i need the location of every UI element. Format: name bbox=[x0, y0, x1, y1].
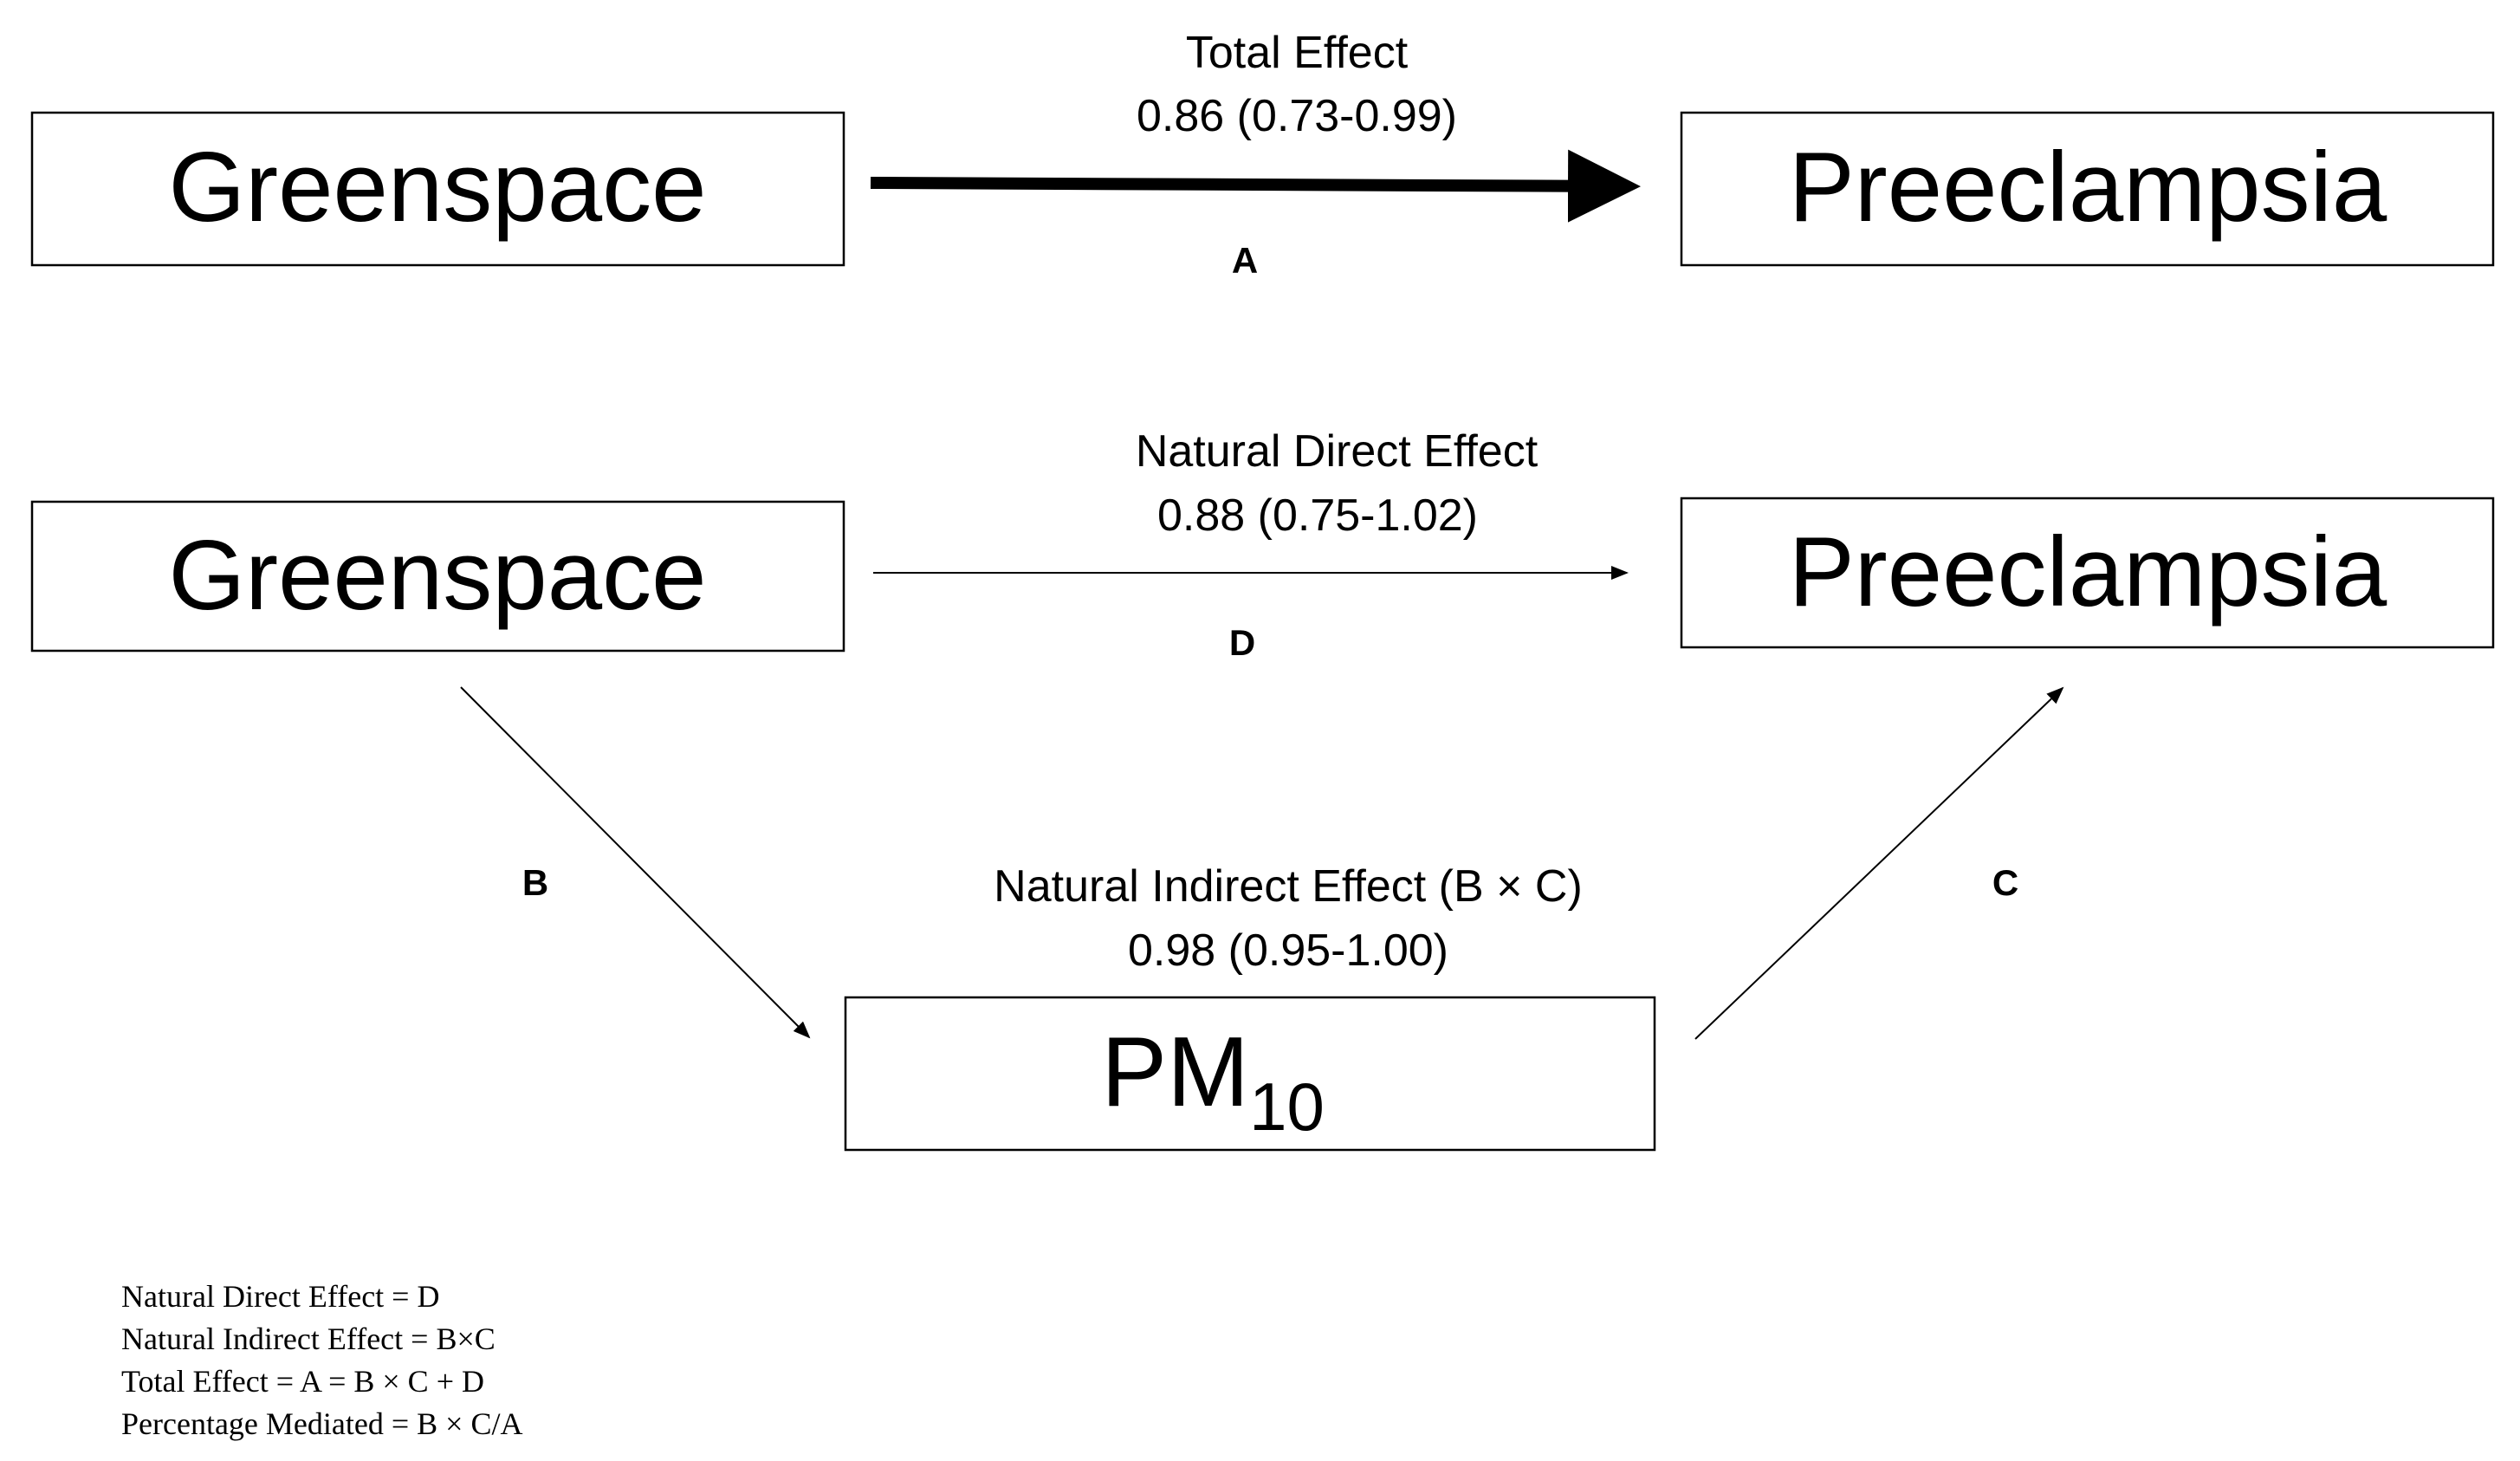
preeclampsia-box-top bbox=[1680, 111, 2495, 267]
pm-subscript: 10 bbox=[1249, 1068, 1325, 1145]
total-effect-arrow bbox=[870, 149, 1641, 223]
total-effect-value: 0.86 (0.73-0.99) bbox=[1137, 91, 1457, 141]
direct-effect-value: 0.88 (0.75-1.02) bbox=[1157, 490, 1478, 541]
indirect-effect-group: PM10 B C Natural Indirect Effect (B × C)… bbox=[460, 686, 2064, 1152]
indirect-effect-label: Natural Indirect Effect (B × C) bbox=[994, 861, 1583, 912]
path-c-label: C bbox=[1992, 862, 2018, 903]
note-total-effect: Total Effect = A = B × C + D bbox=[121, 1364, 484, 1399]
note-direct-effect: Natural Direct Effect = D bbox=[121, 1279, 440, 1314]
path-d-label: D bbox=[1229, 622, 1255, 663]
indirect-effect-value: 0.98 (0.95-1.00) bbox=[1128, 925, 1448, 976]
path-b-arrow bbox=[460, 686, 811, 1039]
pm10-label: PM10 bbox=[1101, 1017, 1325, 1145]
greenspace-box-top bbox=[30, 111, 845, 267]
path-a-label: A bbox=[1232, 240, 1258, 281]
formula-notes: Natural Direct Effect = D Natural Indire… bbox=[121, 1276, 522, 1445]
preeclampsia-label-top: Preeclampsia bbox=[1789, 133, 2387, 243]
greenspace-label-top: Greenspace bbox=[168, 133, 706, 243]
direct-effect-row: Greenspace Preeclampsia Natural Direct E… bbox=[30, 426, 2495, 663]
path-b-label: B bbox=[522, 862, 548, 903]
greenspace-box-mid bbox=[30, 500, 845, 653]
note-percentage-mediated: Percentage Mediated = B × C/A bbox=[121, 1406, 523, 1441]
total-effect-label: Total Effect bbox=[1186, 28, 1409, 78]
greenspace-label-mid: Greenspace bbox=[168, 521, 706, 631]
note-indirect-effect: Natural Indirect Effect = B×C bbox=[121, 1321, 496, 1356]
preeclampsia-label-mid: Preeclampsia bbox=[1789, 517, 2387, 627]
total-effect-row: Greenspace Preeclampsia Total Effect 0.8… bbox=[30, 28, 2495, 281]
preeclampsia-box-mid bbox=[1680, 497, 2495, 649]
path-c-arrow bbox=[1694, 686, 2064, 1040]
pm10-box bbox=[844, 996, 1656, 1152]
pm-text: PM bbox=[1101, 1017, 1249, 1127]
direct-effect-label: Natural Direct Effect bbox=[1136, 426, 1539, 477]
